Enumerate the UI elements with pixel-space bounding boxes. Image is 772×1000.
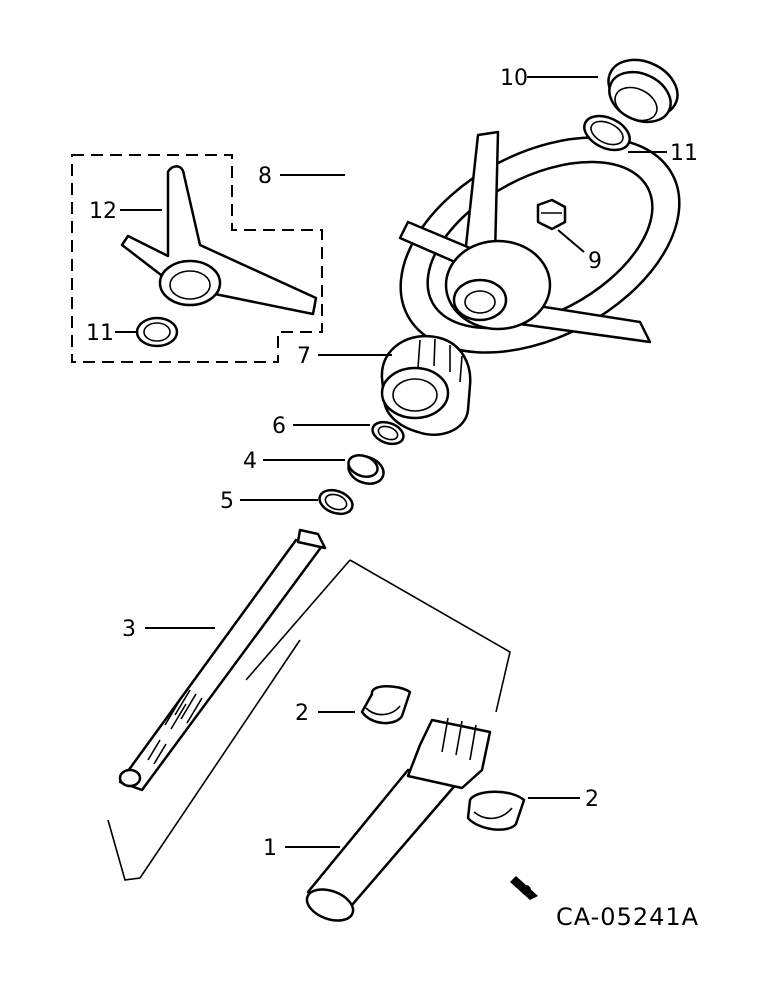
leader-9: [557, 229, 585, 253]
retaining-ring-right: [583, 114, 631, 152]
horn-cap: [607, 58, 679, 124]
callout-4: 4: [243, 449, 257, 474]
callout-6: 6: [272, 414, 286, 439]
callout-11-left: 11: [86, 321, 114, 346]
retaining-ring-left: [135, 316, 179, 348]
clip-lower: [466, 790, 526, 831]
upper-shaft: [107, 528, 327, 881]
optional-kit-box: [71, 154, 323, 363]
spoke-insert: [120, 165, 318, 316]
callouts: 10 11 8 9 12 11 7 6 4 5 3 2 2 1: [86, 66, 698, 861]
direction-arrow-icon: [510, 876, 538, 900]
clip-upper: [360, 685, 412, 725]
callout-9: 9: [588, 249, 602, 274]
callout-10: 10: [500, 66, 528, 91]
callout-7: 7: [297, 344, 311, 369]
nut: [536, 198, 567, 231]
callout-1: 1: [263, 836, 277, 861]
bushing-4: [347, 454, 385, 485]
callout-2-upper: 2: [295, 701, 309, 726]
ring-5: [318, 488, 354, 516]
callout-5: 5: [220, 489, 234, 514]
steering-wheel: [398, 130, 681, 354]
callout-2-lower: 2: [585, 787, 599, 812]
callout-3: 3: [122, 617, 136, 642]
splined-hub: [380, 334, 472, 437]
callout-11-right: 11: [670, 141, 698, 166]
callout-12: 12: [89, 199, 117, 224]
callout-8: 8: [258, 164, 272, 189]
ring-6: [371, 420, 405, 446]
lower-shaft: [245, 559, 511, 922]
leader-lines: [115, 76, 667, 848]
figure-code: CA-05241A: [556, 903, 699, 931]
